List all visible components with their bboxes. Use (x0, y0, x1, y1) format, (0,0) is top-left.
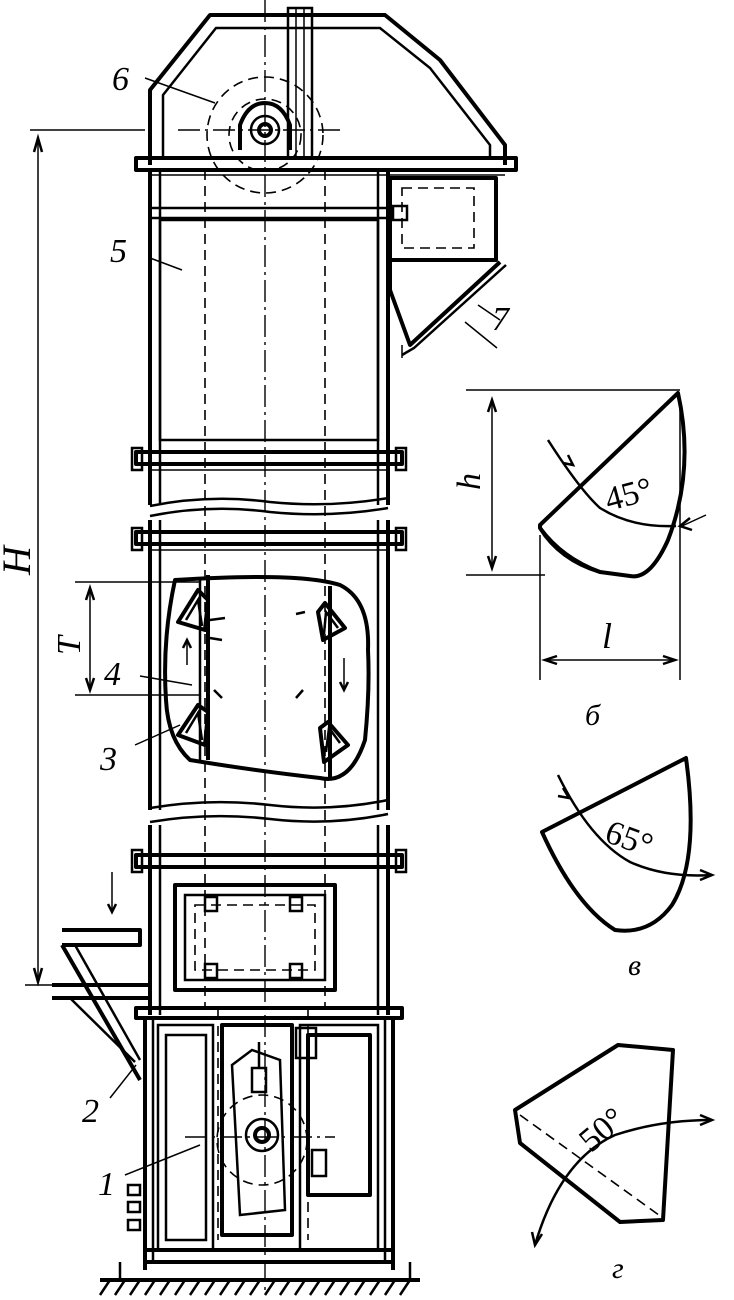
caption-g: г (612, 1252, 624, 1285)
elevator-boot (98, 1006, 420, 1296)
leader-lines (109, 77, 501, 1176)
middle-shaft (130, 520, 408, 810)
discharge-spout (388, 176, 507, 358)
label-T: T (51, 634, 88, 655)
dimension-T (75, 581, 200, 696)
dimension-H (25, 133, 60, 987)
caption-b: б (585, 699, 601, 732)
upper-shaft (130, 170, 408, 505)
belt-lines (204, 0, 326, 1295)
label-3: 3 (99, 741, 117, 778)
label-H: H (0, 544, 39, 576)
break-line-2 (149, 506, 389, 518)
break-line-3 (149, 798, 389, 810)
bucket-profile-b: h l 45° б (451, 389, 707, 732)
lower-shaft (130, 825, 408, 1015)
bucket-profile-v: 65° в (540, 756, 716, 982)
bucket-profile-g: 50° г (513, 1043, 716, 1285)
elevator-head (134, 6, 518, 194)
label-4: 4 (104, 656, 121, 693)
label-l: l (602, 616, 612, 656)
label-7: 7 (492, 301, 511, 338)
feed-hopper (52, 872, 152, 1082)
angle-45: 45° (601, 471, 657, 519)
break-line-4 (149, 812, 389, 824)
angle-50: 50° (572, 1101, 632, 1160)
label-6: 6 (112, 61, 129, 98)
angle-65: 65° (600, 814, 657, 865)
label-h: h (451, 473, 488, 490)
break-line-1 (149, 496, 389, 508)
label-1: 1 (98, 1166, 115, 1203)
caption-v: в (628, 949, 641, 982)
label-5: 5 (110, 233, 127, 270)
label-2: 2 (82, 1093, 99, 1130)
